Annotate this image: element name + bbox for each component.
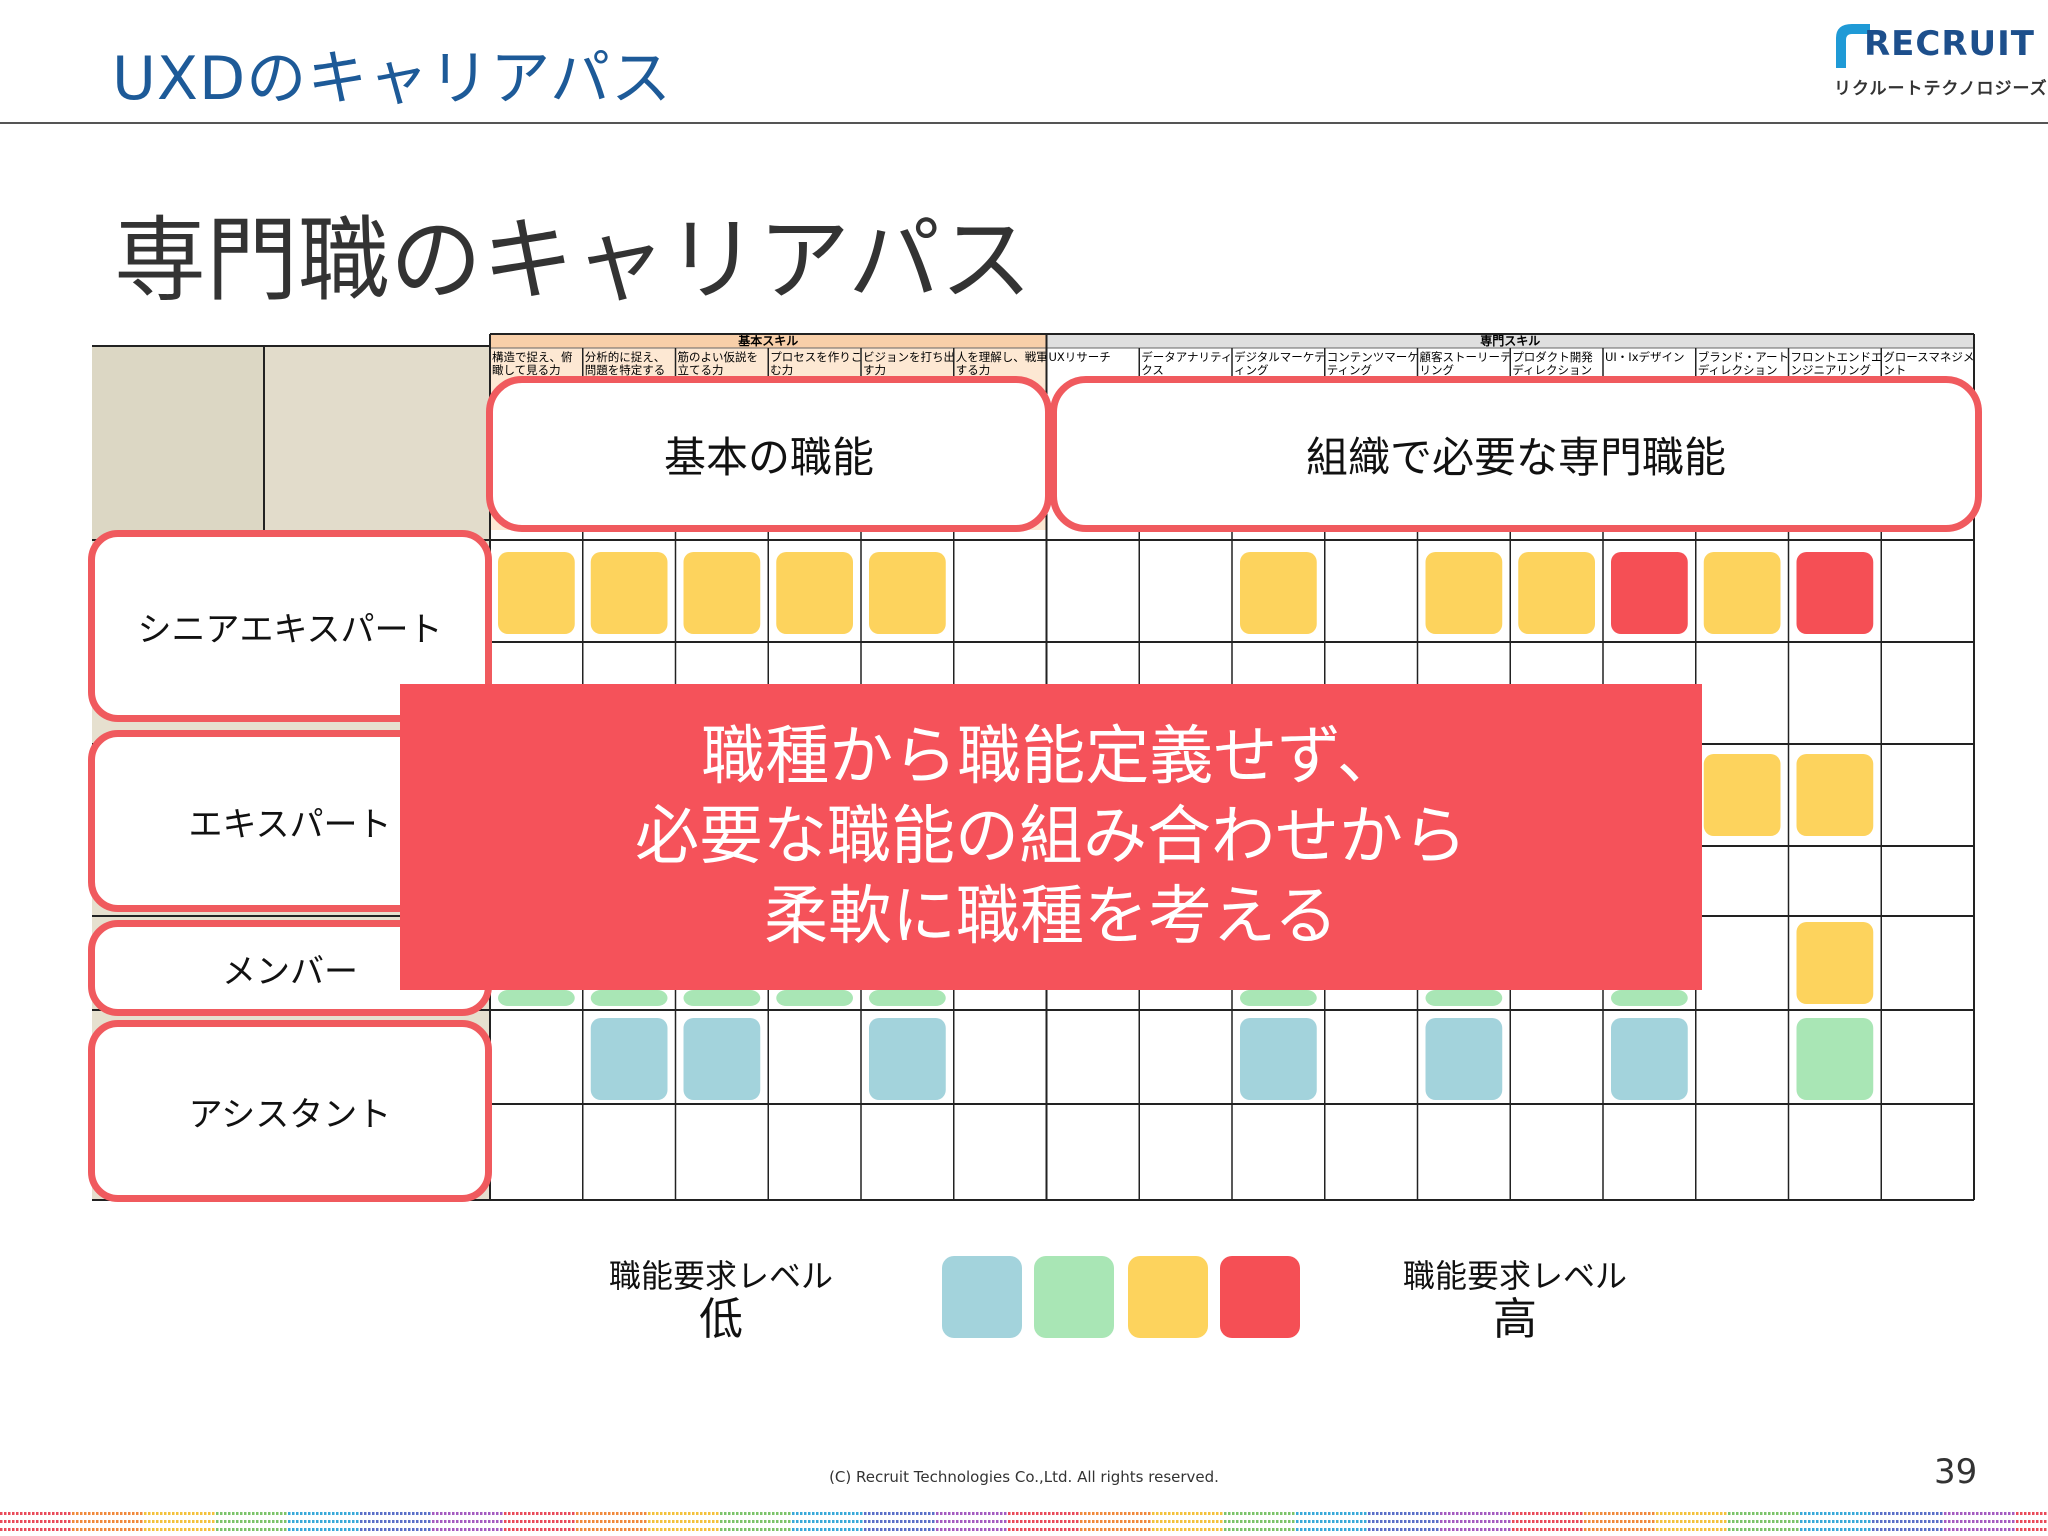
logo-subtitle: リクルートテクノロジーズ: [1834, 79, 2048, 99]
legend-high-label: 職能要求レベル: [1402, 1257, 1627, 1295]
level-cell-member_visible-12: [1611, 990, 1688, 1006]
level-cell-member_visible-10: [1425, 990, 1503, 1006]
level-cell-member_visible-4: [869, 990, 946, 1006]
column-header-5-line1: 人を理解し、戦軍: [956, 350, 1048, 364]
recruit-logo: RECRUIT リクルートテクノロジーズ: [1830, 18, 2047, 104]
level-cell-expert_visible-13: [1703, 754, 1781, 836]
overlay-line-2: 必要な職能の組み合わせから: [635, 800, 1467, 874]
callout-special-skills: 組織で必要な専門職能: [1050, 376, 1982, 532]
column-header-6-line1: UXリサーチ: [1049, 350, 1111, 364]
level-cell-expert_visible-14: [1796, 754, 1874, 836]
level-cell-assistant-2: [683, 1018, 761, 1100]
basic-group-bg: [490, 334, 1047, 348]
level-cell-senior_expert-12: [1611, 552, 1688, 634]
legend-low-value: 低: [699, 1294, 743, 1345]
level-cell-member_visible-1: [590, 990, 668, 1006]
column-header-14-line2: ンジニアリング: [1791, 363, 1872, 377]
column-header-3-line2: む力: [770, 363, 793, 377]
column-header-9-line2: ティング: [1327, 363, 1373, 377]
role-col-bg-b: [264, 346, 490, 540]
level-cell-senior_expert-10: [1425, 552, 1503, 634]
column-header-12-line1: UI・Ixデザイン: [1605, 350, 1685, 364]
column-header-9-line1: コンテンツマーケ: [1327, 350, 1419, 364]
level-cell-assistant-10: [1425, 1018, 1503, 1100]
level-cell-senior_expert-13: [1703, 552, 1781, 634]
copyright-footer: (C) Recruit Technologies Co.,Ltd. All ri…: [829, 1468, 1219, 1486]
key-message-overlay: 職種から職能定義せず、 必要な職能の組み合わせから 柔軟に職種を考える: [400, 684, 1702, 990]
special-group-bg: [1046, 334, 1974, 348]
special-skill-group-header: 専門スキル: [1480, 333, 1540, 348]
level-cell-assistant-8: [1240, 1018, 1317, 1100]
column-header-10-line2: リング: [1420, 363, 1455, 377]
column-header-7-line2: クス: [1141, 363, 1164, 377]
dotted-border-decoration: [0, 1512, 2047, 1531]
column-header-0-line2: 瞰して見る力: [492, 363, 561, 377]
level-cell-senior_expert-0: [498, 552, 575, 634]
role-member: メンバー: [88, 920, 492, 1016]
column-header-15-line2: ント: [1883, 363, 1906, 377]
column-header-14-line1: フロントエンドエ: [1791, 350, 1883, 364]
legend-swatch-level1: [942, 1256, 1022, 1338]
column-header-4-line2: す力: [863, 363, 886, 377]
level-cell-senior_expert-2: [683, 552, 761, 634]
level-cell-member_visible-3: [776, 990, 853, 1006]
callout-basic-skills: 基本の職能: [486, 376, 1052, 532]
level-cell-member_visible-8: [1240, 990, 1317, 1006]
level-cell-member_visible-2: [683, 990, 761, 1006]
legend-low: 職能要求レベル 低: [596, 1254, 846, 1342]
column-header-4-line1: ビジョンを打ち出: [863, 350, 955, 364]
header-title: UXDのキャリアパス: [112, 44, 673, 114]
role-assistant: アシスタント: [88, 1020, 492, 1202]
column-header-0-line1: 構造で捉え、俯: [492, 350, 573, 364]
column-header-2-line2: 立てる力: [678, 363, 724, 377]
logo-mark-icon: [1836, 24, 1870, 68]
level-cell-senior_expert-1: [590, 552, 668, 634]
level-cell-member_visible-0: [498, 990, 575, 1006]
level-cell-senior_expert-3: [776, 552, 853, 634]
overlay-line-1: 職種から職能定義せず、: [701, 720, 1401, 794]
column-header-1-line1: 分析的に捉え、: [585, 350, 666, 364]
level-cell-senior_expert-4: [869, 552, 946, 634]
column-header-15-line1: グロースマネジメ: [1883, 350, 1974, 364]
column-header-2-line1: 筋のよい仮説を: [678, 350, 759, 364]
column-header-10-line1: 顧客ストーリーテ: [1420, 350, 1512, 364]
column-header-8-line2: ィング: [1234, 363, 1269, 377]
level-cell-member_visible-14: [1796, 922, 1874, 1004]
overlay-line-3: 柔軟に職種を考える: [763, 880, 1339, 954]
level-cell-assistant-4: [869, 1018, 946, 1100]
legend-high: 職能要求レベル 高: [1390, 1254, 1640, 1342]
role-col-bg-a: [92, 346, 264, 540]
column-header-1-line2: 問題を特定する: [585, 363, 666, 377]
column-header-3-line1: プロセスを作りこ: [770, 350, 862, 364]
column-header-7-line1: データアナリティ: [1141, 350, 1232, 364]
logo-wordmark: RECRUIT: [1864, 24, 2035, 64]
column-header-11-line1: プロダクト開発: [1512, 350, 1593, 364]
header-divider: [0, 122, 2048, 124]
level-cell-assistant-1: [590, 1018, 668, 1100]
legend-high-value: 高: [1493, 1294, 1537, 1345]
level-cell-senior_expert-8: [1240, 552, 1317, 634]
legend-swatch-level4: [1220, 1256, 1300, 1338]
column-header-13-line2: ディレクション: [1698, 363, 1778, 377]
level-cell-senior_expert-11: [1518, 552, 1595, 634]
column-header-11-line2: ディレクション: [1512, 363, 1592, 377]
level-cell-assistant-14: [1796, 1018, 1874, 1100]
basic-skill-group-header: 基本スキル: [737, 333, 798, 348]
legend-low-label: 職能要求レベル: [608, 1257, 833, 1295]
level-cell-senior_expert-14: [1796, 552, 1874, 634]
column-header-8-line1: デジタルマーケテ: [1234, 350, 1326, 364]
legend-swatch-level2: [1034, 1256, 1114, 1338]
column-header-13-line1: ブランド・アート: [1698, 350, 1789, 364]
level-cell-assistant-12: [1611, 1018, 1688, 1100]
slide-title: 専門職のキャリアパス: [114, 207, 1033, 314]
page-number: 39: [1934, 1452, 1978, 1492]
legend-swatch-level3: [1128, 1256, 1208, 1338]
column-header-5-line2: する力: [956, 363, 991, 377]
